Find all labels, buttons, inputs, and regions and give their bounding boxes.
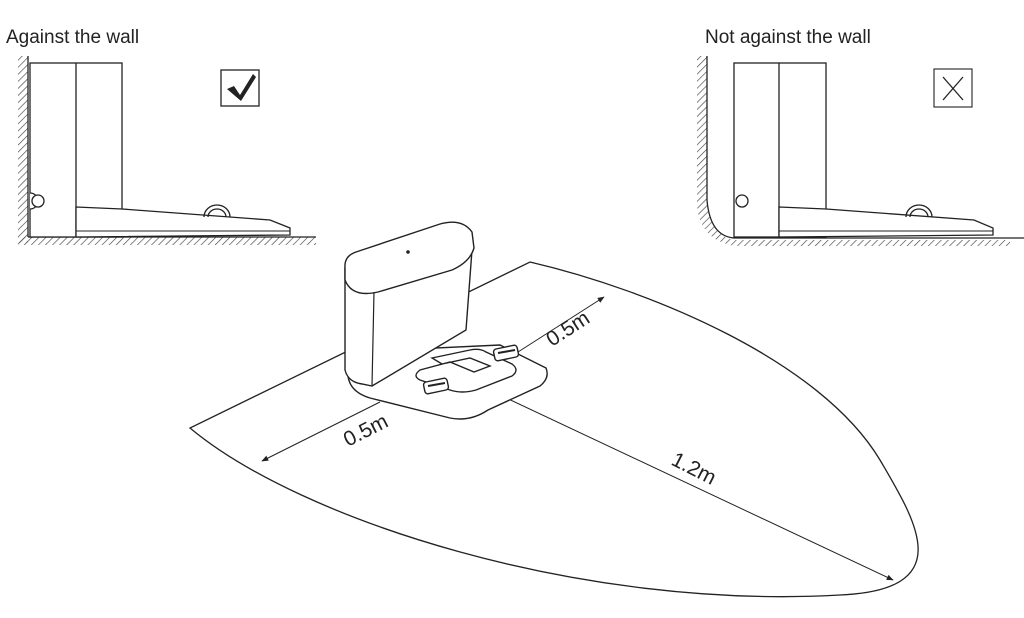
right-dimension-line — [517, 296, 605, 353]
left-dimension-line — [261, 401, 381, 462]
floor-hatch — [18, 237, 316, 245]
front-dimension-line — [499, 394, 894, 581]
caption-not-against-wall: Not against the wall — [705, 27, 871, 48]
checkmark-icon — [227, 74, 256, 101]
dock-top — [344, 221, 475, 295]
caption-against-wall: Against the wall — [6, 27, 140, 48]
panel-not-against-wall — [697, 56, 1024, 246]
wall-hatch — [18, 56, 28, 243]
clearance-outline — [188, 261, 919, 598]
dock-side-view-right — [733, 62, 994, 238]
floor-hatch-right — [697, 206, 1010, 246]
panel-against-wall — [18, 56, 316, 245]
dimension-front-label: 1.2m — [668, 448, 720, 490]
charging-dock-isometric — [344, 221, 548, 420]
curved-wall-floor-line — [706, 56, 1024, 239]
wall-hatch-right — [697, 56, 707, 206]
dock-side-view — [29, 62, 291, 238]
clearance-area — [188, 261, 919, 598]
x-mark-icon — [942, 76, 964, 101]
dimension-right-label: 0.5m — [542, 306, 594, 351]
dimension-left-label: 0.5m — [340, 410, 392, 452]
